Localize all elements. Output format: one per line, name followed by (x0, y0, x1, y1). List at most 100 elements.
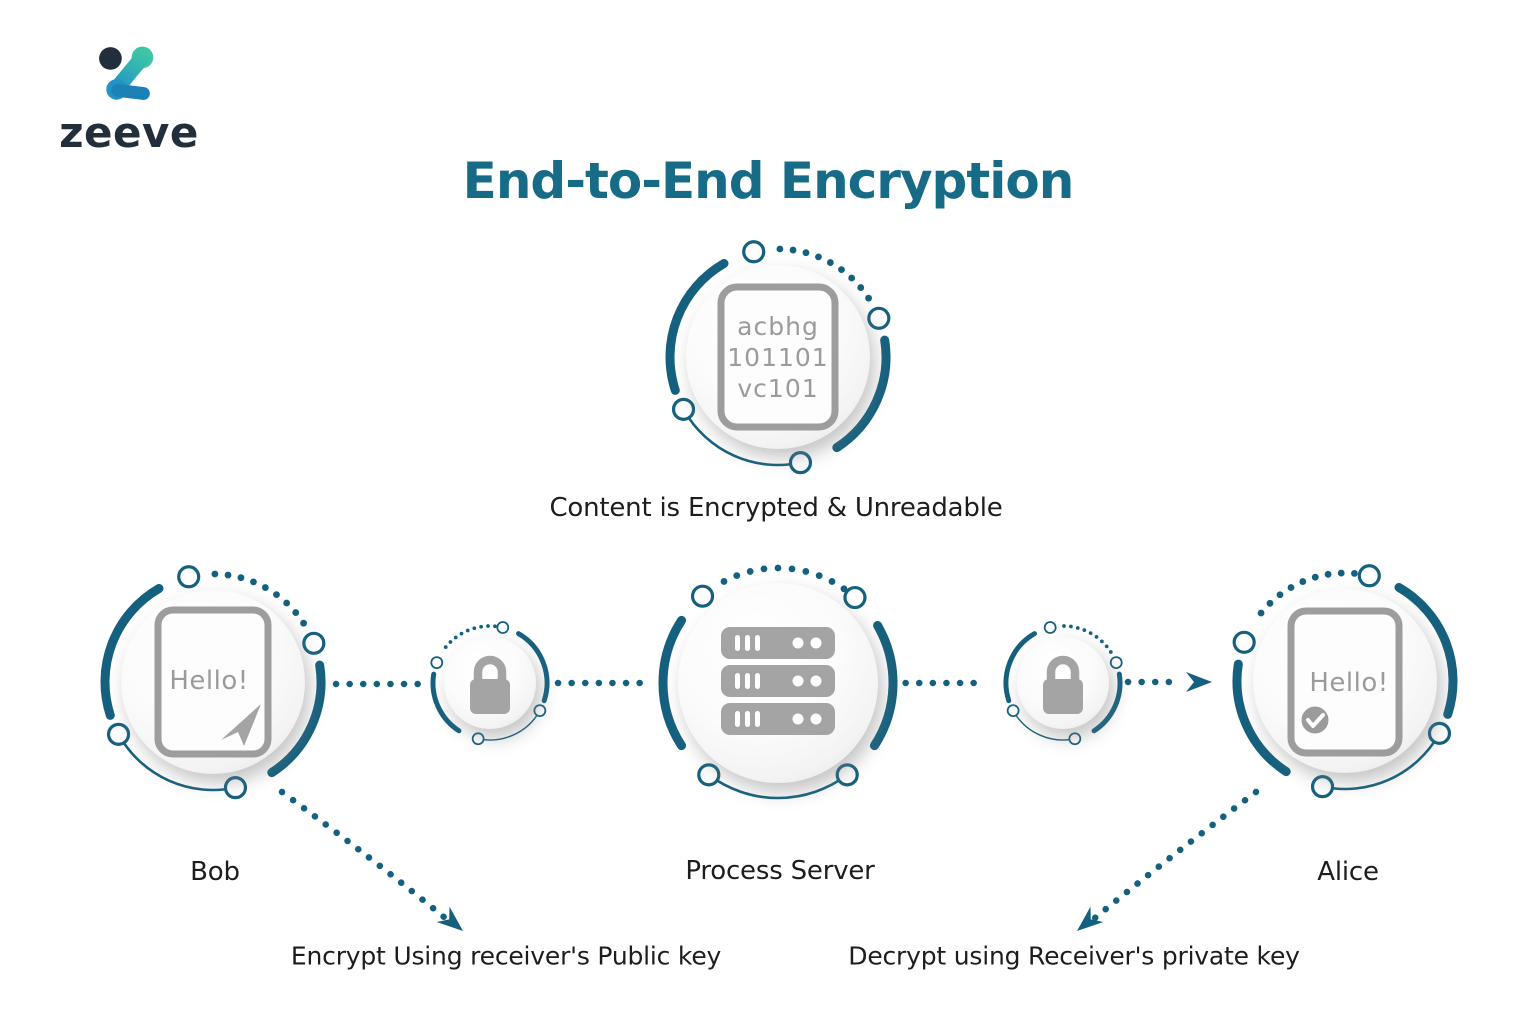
decoration-dot (815, 572, 823, 580)
decoration-ring (430, 656, 444, 669)
decoration-arc (267, 660, 326, 778)
encrypted-document-icon: acbhg 101101 vc101 (717, 283, 839, 431)
decoration-ring (1232, 630, 1256, 654)
decoration-ring (1068, 732, 1082, 746)
decrypt-annotation: Decrypt using Receiver's private key (848, 941, 1300, 971)
decrypt-lock-node (1003, 621, 1123, 746)
bob-doc-text: Hello! (169, 666, 248, 696)
decoration-arc (658, 615, 687, 751)
decoration-dot (1257, 609, 1265, 617)
bob-label: Bob (190, 857, 240, 887)
decoration-dot (720, 578, 728, 585)
decoration-dot (746, 568, 754, 575)
decoration-dot (776, 245, 784, 253)
document-send-icon: Hello! (154, 606, 272, 758)
decoration-arc (832, 335, 891, 453)
decoration-arc (100, 583, 164, 720)
decoration-ring (697, 763, 721, 787)
decoration-dot (1104, 644, 1109, 649)
logo-base-bar (111, 83, 150, 100)
decoration-thin-arc (683, 410, 801, 467)
decoration-dot (857, 284, 865, 291)
decoration-dot (486, 624, 490, 628)
decoration-dot (1299, 578, 1307, 585)
brand-logo: zeeve (56, 44, 202, 154)
decoration-dot (1082, 628, 1087, 633)
brand-name: zeeve (59, 108, 199, 157)
decoration-ring (533, 704, 547, 718)
padlock-body (1043, 679, 1083, 714)
decoration-ring (1109, 656, 1123, 669)
decoration-dot (802, 249, 810, 257)
decoration-dot (1100, 639, 1104, 644)
decoration-dot (472, 626, 477, 631)
decoration-ring (835, 763, 859, 787)
decoration-ring (496, 621, 510, 634)
decoration-ring (471, 732, 485, 746)
encrypt-annotation: Encrypt Using receiver's Public key (290, 941, 722, 971)
decoration-thin-arc (1013, 711, 1075, 741)
decoration-ring (690, 584, 715, 608)
checkmark-icon (1306, 713, 1325, 728)
decoration-dot (465, 628, 470, 633)
server-row (721, 665, 835, 697)
decoration-dot (826, 259, 834, 266)
encrypted-caption: Content is Encrypted & Unreadable (549, 493, 1003, 523)
check-badge (1298, 703, 1332, 737)
decoration-dot (292, 609, 300, 616)
cipher-line-3: vc101 (737, 374, 818, 403)
decoration-arc (516, 631, 550, 704)
decoration-dot (224, 571, 232, 579)
decoration-dot (815, 253, 822, 261)
decoration-arc (1232, 659, 1291, 777)
decrypt-arrowhead-icon (1077, 906, 1104, 931)
decoration-thin-arc (118, 735, 236, 792)
decoration-arc (869, 621, 898, 751)
decoration-dot (789, 246, 797, 254)
encrypt-arrowhead-icon (436, 906, 463, 931)
connector-bob-to-encrypt-note (278, 788, 454, 926)
zeeve-logo-icon (99, 46, 154, 100)
bob-document-outline (154, 606, 272, 758)
encrypted-document-outline (717, 283, 839, 431)
server-row (721, 627, 835, 659)
decoration-arc (1091, 671, 1123, 734)
decoration-ring (788, 451, 813, 475)
connectors (278, 672, 1260, 931)
decoration-ring (867, 306, 891, 330)
decoration-dot (1351, 570, 1358, 577)
encrypted-node-decoration (665, 240, 891, 475)
decoration-ring (1043, 621, 1057, 634)
decoration-dot (1337, 569, 1345, 577)
server-node-decoration (658, 564, 898, 800)
decoration-dot (802, 568, 810, 575)
decoration-dot (211, 570, 219, 578)
process-server-node (658, 564, 898, 800)
padlock-icon (1043, 655, 1083, 714)
decoration-dot (261, 584, 269, 591)
alice-label: Alice (1317, 857, 1379, 887)
decoration-dot (838, 266, 845, 274)
decoration-dot (250, 578, 257, 586)
decoration-arc (430, 671, 462, 734)
logo-dot (99, 47, 122, 70)
decoration-dot (1094, 635, 1099, 639)
decoration-ring (106, 722, 131, 746)
padlock-shackle (473, 655, 507, 684)
decoration-dot (828, 578, 836, 585)
decoration-ring (1006, 704, 1020, 718)
padlock-body (470, 679, 510, 714)
decoration-dot (848, 274, 856, 282)
decoration-ring (223, 776, 248, 800)
cipher-line-2: 101101 (727, 343, 828, 372)
decoration-dot (1069, 624, 1073, 629)
bob-node: Hello! (100, 565, 326, 800)
page-title: End-to-End Encryption (462, 152, 1075, 210)
connector-alice-to-decrypt-note (1086, 788, 1260, 926)
decoration-dot (443, 645, 448, 649)
bob-node-decoration (100, 565, 326, 800)
decoration-dot (273, 591, 280, 599)
decoration-dot (1324, 570, 1332, 578)
decoration-dot (453, 635, 458, 640)
